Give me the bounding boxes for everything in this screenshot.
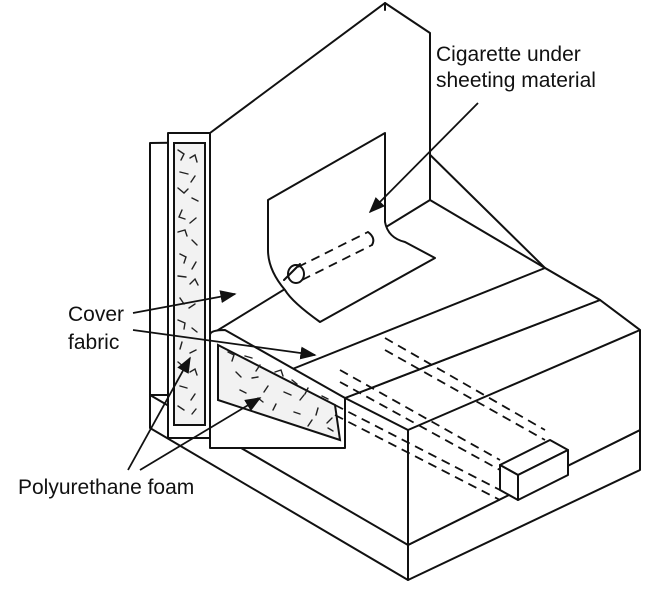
seat-cushion-section: [209, 329, 346, 449]
protruding-block: [499, 439, 569, 501]
hidden-edges: [334, 337, 546, 501]
cigarette-leader-arrow: [368, 102, 479, 214]
foam-leader-arrow-back: [127, 356, 191, 471]
leader-arrows: [127, 102, 479, 471]
cigarette: [283, 231, 375, 284]
cigarette-label-line1: Cigarette under: [436, 43, 581, 66]
back-side-panel: [167, 132, 211, 439]
foam-leader-arrow-seat: [139, 397, 262, 471]
cover-fabric-label-line2: fabric: [68, 331, 120, 354]
cover-leader-arrow-seat: [132, 329, 317, 360]
foam-texture: [177, 149, 334, 432]
polyurethane-foam-label: Polyurethane foam: [18, 476, 195, 499]
sheeting-material: [267, 132, 436, 323]
cover-leader-arrow-back: [132, 290, 237, 314]
cigarette-label-line2: sheeting material: [436, 69, 596, 92]
cover-fabric-label-line1: Cover: [68, 303, 125, 326]
